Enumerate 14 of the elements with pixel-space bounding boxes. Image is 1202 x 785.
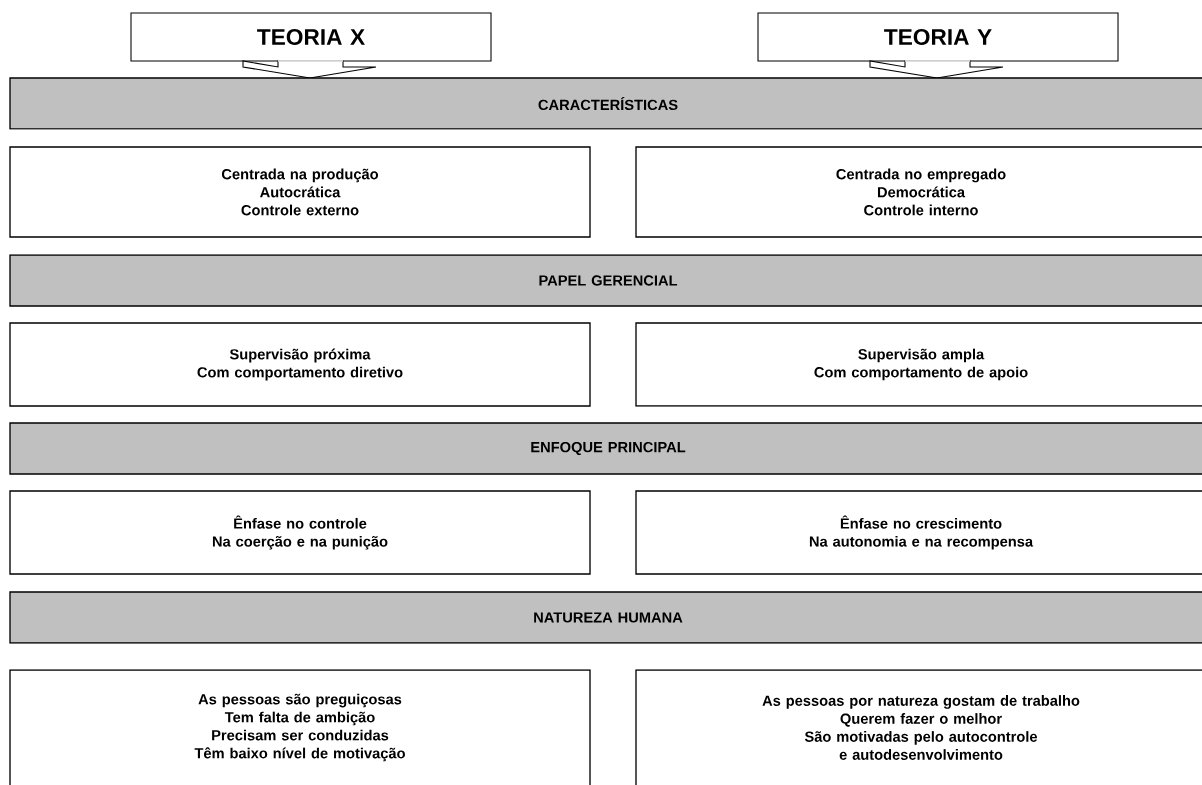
- description-box: Centrada no empregado Democrática Controle interno: [635, 146, 1202, 238]
- section-band: ENFOQUE PRINCIPAL: [9, 422, 1202, 475]
- description-box: Supervisão ampla Com comportamento de apoio: [635, 322, 1202, 407]
- description-box: As pessoas por natureza gostam de trabalho Querem fazer o melhor São motivadas pelo autocontrole e autodesenvolvimento: [635, 669, 1202, 785]
- description-box: Ênfase no controle Na coerção e na punição: [9, 490, 591, 575]
- section-band: CARACTERÍSTICAS: [9, 77, 1202, 130]
- description-box: As pessoas são preguiçosas Tem falta de ambição Precisam ser conduzidas Têm baixo nível de motivação: [9, 669, 591, 785]
- description-box: Ênfase no crescimento Na autonomia e na recompensa: [635, 490, 1202, 575]
- section-band: PAPEL GERENCIAL: [9, 254, 1202, 307]
- description-box: Supervisão próxima Com comportamento diretivo: [9, 322, 591, 407]
- theory-callout: TEORIA X: [130, 12, 492, 79]
- section-band: NATUREZA HUMANA: [9, 591, 1202, 644]
- description-box: Centrada na produção Autocrática Controle externo: [9, 146, 591, 238]
- theory-callout: TEORIA Y: [757, 12, 1119, 79]
